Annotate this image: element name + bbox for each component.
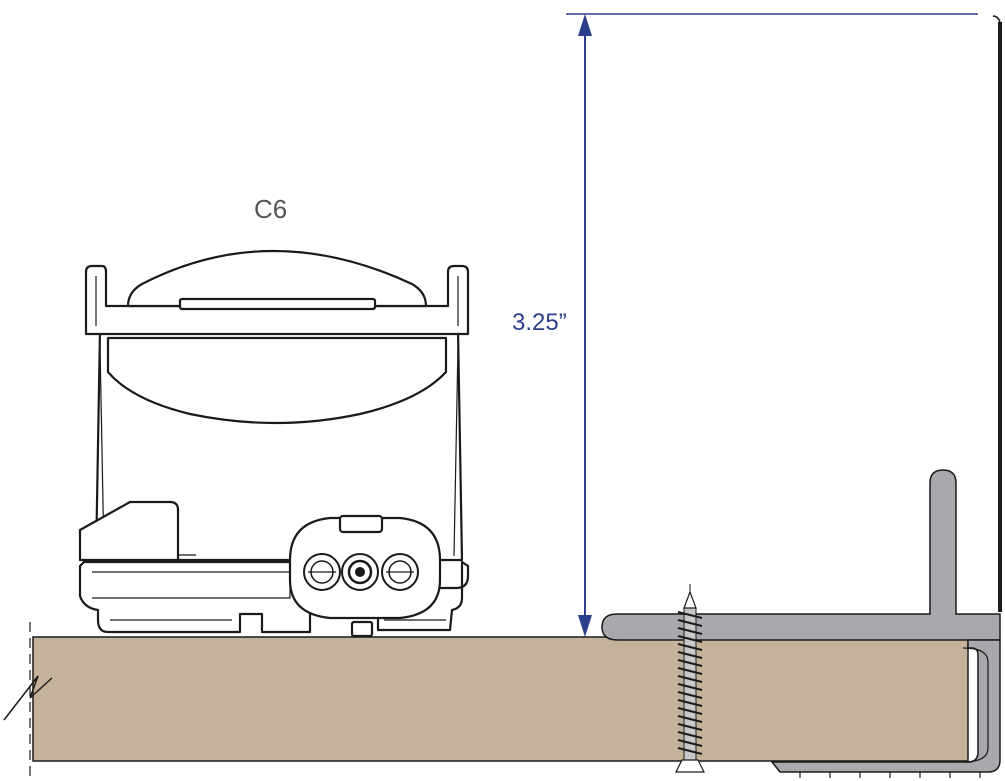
model-label: C6	[254, 194, 287, 224]
mounting-screw	[675, 584, 705, 773]
dimension-label: 3.25”	[512, 309, 567, 336]
aluminum-track	[601, 469, 1001, 778]
connector-ports	[303, 553, 419, 591]
wood-board	[3, 622, 969, 778]
device-body	[78, 249, 470, 638]
wall-panel	[566, 13, 1002, 612]
height-dimension: 3.25”	[512, 14, 592, 637]
